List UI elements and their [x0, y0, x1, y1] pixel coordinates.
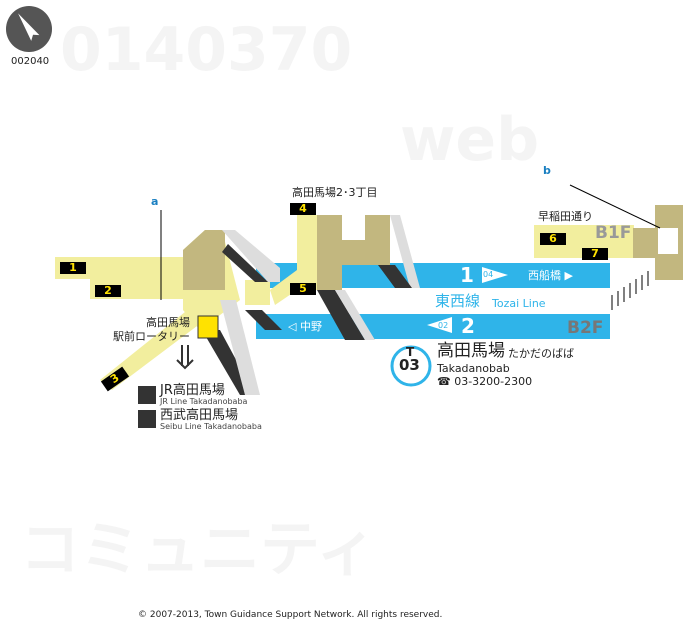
- phone-icon: ☎: [437, 375, 455, 388]
- station-number-badge: [390, 345, 432, 387]
- platform-1-next-code: 04: [483, 270, 494, 279]
- station-line-letter: T: [406, 345, 415, 359]
- watermark: web: [400, 105, 540, 175]
- train-icon: [138, 386, 156, 404]
- facility-group-b: b: [543, 164, 551, 177]
- map-id: 002040: [11, 56, 50, 67]
- station-phone: ☎ 03-3200-2300: [437, 376, 532, 387]
- transfer-seibu-en: Seibu Line Takadanobaba: [160, 422, 262, 431]
- watermark: 0140370: [60, 15, 353, 85]
- platform-2-direction: ◁ 中野: [288, 320, 322, 333]
- exit-5[interactable]: 5: [290, 283, 316, 295]
- platform-2-number: 2: [461, 314, 475, 338]
- train-icon: [138, 410, 156, 428]
- platform-1-direction: 西船橋 ▶: [528, 269, 573, 282]
- station-name-en: Takadanobab: [437, 362, 510, 375]
- rotary-label: 高田馬場 駅前ロータリー: [113, 316, 190, 343]
- exit-7[interactable]: 7: [582, 248, 608, 260]
- platform-1-number: 1: [460, 263, 474, 287]
- facility-group-a: a: [151, 195, 159, 208]
- exit6-area-label: 早稲田通り: [538, 210, 593, 223]
- elevator-icon: [197, 315, 219, 339]
- exit-1[interactable]: 1: [60, 262, 86, 274]
- exit-2[interactable]: 2: [95, 285, 121, 297]
- stairs-block: [183, 230, 225, 290]
- exit4-area-label: 高田馬場2･3丁目: [292, 186, 378, 199]
- line-name-ja: 東西線: [435, 292, 481, 310]
- station-number: 03: [399, 356, 420, 374]
- b2f-label: B2F: [567, 318, 604, 338]
- transfer-jr-ja: JR高田馬場: [160, 383, 225, 398]
- b1f-label: B1F: [595, 223, 632, 243]
- transfer-seibu-ja: 西武高田馬場: [160, 408, 239, 423]
- station-name-ja: 高田馬場: [437, 341, 505, 361]
- copyright: © 2007-2013, Town Guidance Support Netwo…: [138, 610, 443, 620]
- platform-2-next-code: 02: [438, 321, 449, 330]
- exit-6[interactable]: 6: [540, 233, 566, 245]
- line-name-en: Tozai Line: [492, 297, 546, 310]
- watermark: コミュニティ: [20, 515, 377, 585]
- transfer-jr-en: JR Line Takadanobaba: [160, 397, 248, 406]
- exit-4[interactable]: 4: [290, 203, 316, 215]
- phone-number: 03-3200-2300: [454, 375, 533, 388]
- station-name-kana: たかだのばば: [508, 347, 574, 360]
